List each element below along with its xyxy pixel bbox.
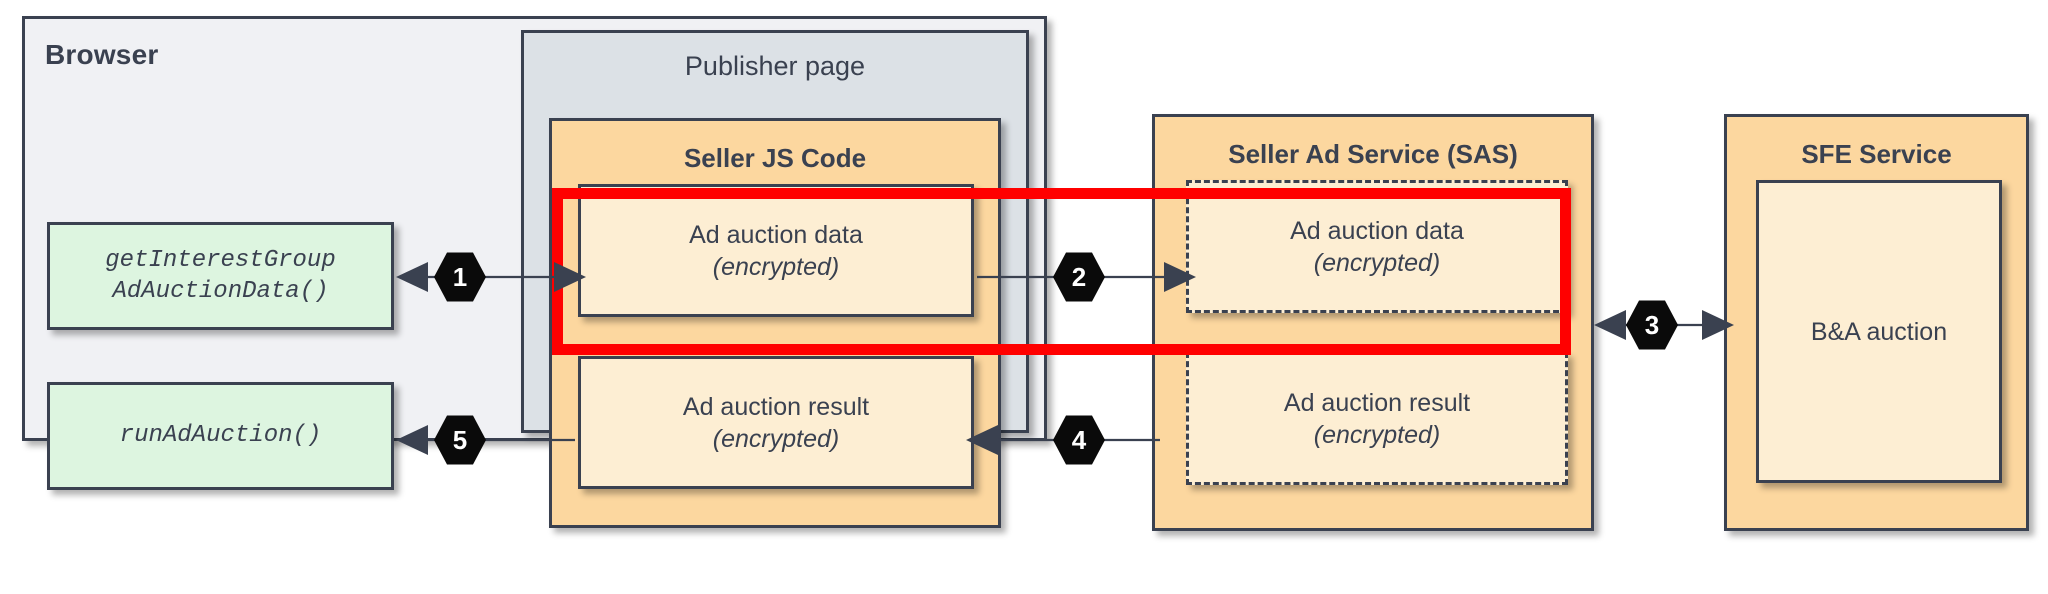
seller-js-code-container: Seller JS Code Ad auction data (encrypte… — [549, 118, 1001, 528]
step-number: 2 — [1071, 262, 1087, 292]
api-box-get-interest-group-ad-auction-data[interactable]: getInterestGroup AdAuctionData() — [47, 222, 394, 330]
sas-ad-auction-data-box[interactable]: Ad auction data (encrypted) — [1186, 180, 1568, 313]
step-badge-1[interactable]: 1 — [434, 251, 486, 303]
browser-label: Browser — [45, 39, 159, 70]
step-number: 5 — [452, 425, 468, 455]
step-number: 1 — [452, 262, 468, 292]
box-label-line2: (encrypted) — [1313, 420, 1441, 449]
api-label-line1: runAdAuction() — [119, 422, 322, 450]
api-box-run-ad-auction[interactable]: runAdAuction() — [47, 382, 394, 490]
box-label-line1: Ad auction data — [1290, 216, 1464, 245]
box-label-line1: B&A auction — [1810, 317, 1948, 346]
sfe-service-label: SFE Service — [1801, 139, 1952, 169]
step-badge-4[interactable]: 4 — [1053, 414, 1105, 466]
seller-js-ad-auction-data-box[interactable]: Ad auction data (encrypted) — [578, 184, 974, 317]
box-label-line2: (encrypted) — [712, 424, 840, 453]
step-badge-3[interactable]: 3 — [1626, 299, 1678, 351]
seller-ad-service-label: Seller Ad Service (SAS) — [1228, 139, 1518, 169]
seller-ad-service-container: Seller Ad Service (SAS) Ad auction data … — [1152, 114, 1594, 531]
step-badge-2[interactable]: 2 — [1053, 251, 1105, 303]
box-label-line1: Ad auction data — [689, 220, 863, 249]
box-label-line2: (encrypted) — [1313, 248, 1441, 277]
seller-js-code-label: Seller JS Code — [683, 143, 867, 173]
sas-ad-auction-result-box[interactable]: Ad auction result (encrypted) — [1186, 352, 1568, 485]
step-badge-5[interactable]: 5 — [434, 414, 486, 466]
api-label-line1: getInterestGroup — [105, 246, 336, 274]
step-number: 4 — [1071, 425, 1087, 455]
connector-step-1 — [396, 262, 586, 292]
sfe-service-container: SFE Service B&A auction — [1724, 114, 2029, 531]
box-label-line1: Ad auction result — [682, 392, 870, 421]
api-label-line2: AdAuctionData() — [112, 278, 329, 305]
publisher-page-label: Publisher page — [684, 51, 866, 81]
ba-auction-box[interactable]: B&A auction — [1756, 180, 2002, 483]
step-number: 3 — [1644, 310, 1660, 340]
seller-js-ad-auction-result-box[interactable]: Ad auction result (encrypted) — [578, 356, 974, 489]
box-label-line2: (encrypted) — [712, 252, 840, 281]
box-label-line1: Ad auction result — [1283, 388, 1471, 417]
